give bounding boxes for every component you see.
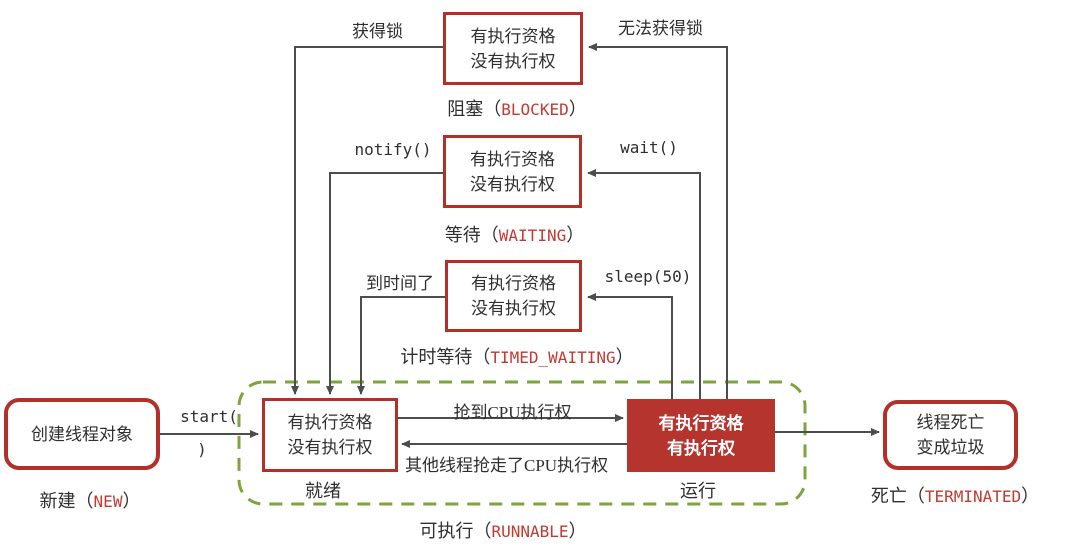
start-label-line1: start( bbox=[180, 407, 238, 426]
cannot-acquire-lock-label: 无法获得锁 bbox=[618, 19, 703, 38]
waiting-line2: 没有执行权 bbox=[470, 174, 555, 194]
runnable-caption: 可执行（RUNNABLE） bbox=[419, 521, 587, 541]
notify-label: notify() bbox=[354, 140, 432, 159]
ready-line1: 有执行资格 bbox=[287, 413, 373, 432]
grab-cpu-label: 抢到CPU执行权 bbox=[453, 403, 572, 422]
new-caption: 新建（NEW） bbox=[39, 491, 141, 511]
ready-state-box: 有执行资格 没有执行权 bbox=[262, 398, 398, 472]
terminated-caption: 死亡（TERMINATED） bbox=[870, 486, 1040, 506]
runnable-dashed-region bbox=[237, 380, 807, 506]
ready-caption: 就绪 bbox=[305, 481, 341, 501]
start-label-line2: ) bbox=[197, 440, 207, 459]
lose-cpu-label: 其他线程抢走了CPU执行权 bbox=[405, 456, 609, 475]
terminated-line1: 线程死亡 bbox=[916, 413, 985, 432]
running-line1: 有执行资格 bbox=[658, 413, 744, 433]
blocked-state-box: 有执行资格 没有执行权 bbox=[443, 12, 583, 85]
acquire-lock-label: 获得锁 bbox=[352, 22, 403, 41]
wait-label: wait() bbox=[620, 138, 678, 157]
blocked-line2: 没有执行权 bbox=[470, 51, 556, 71]
new-state-box: 创建线程对象 bbox=[4, 398, 160, 470]
ready-line2: 没有执行权 bbox=[287, 438, 373, 457]
timed-waiting-state-box: 有执行资格 没有执行权 bbox=[445, 260, 582, 332]
running-caption: 运行 bbox=[680, 481, 716, 501]
sleep-label: sleep(50) bbox=[604, 267, 692, 286]
waiting-caption: 等待（WAITING） bbox=[444, 225, 585, 245]
timed-waiting-line2: 没有执行权 bbox=[471, 299, 556, 318]
waiting-state-box: 有执行资格 没有执行权 bbox=[443, 135, 582, 208]
timed-waiting-line1: 有执行资格 bbox=[471, 274, 556, 293]
running-state-box: 有执行资格 有执行权 bbox=[627, 399, 775, 472]
running-line2: 有执行权 bbox=[667, 438, 735, 458]
timed-waiting-caption: 计时等待（TIMED_WAITING） bbox=[400, 347, 634, 367]
time-up-label: 到时间了 bbox=[366, 274, 434, 293]
terminated-line2: 变成垃圾 bbox=[916, 438, 985, 457]
new-line1: 创建线程对象 bbox=[31, 424, 133, 444]
waiting-line1: 有执行资格 bbox=[470, 149, 555, 169]
blocked-caption: 阻塞（BLOCKED） bbox=[447, 99, 587, 119]
terminated-state-box: 线程死亡 变成垃圾 bbox=[883, 400, 1018, 470]
blocked-line1: 有执行资格 bbox=[470, 26, 556, 46]
